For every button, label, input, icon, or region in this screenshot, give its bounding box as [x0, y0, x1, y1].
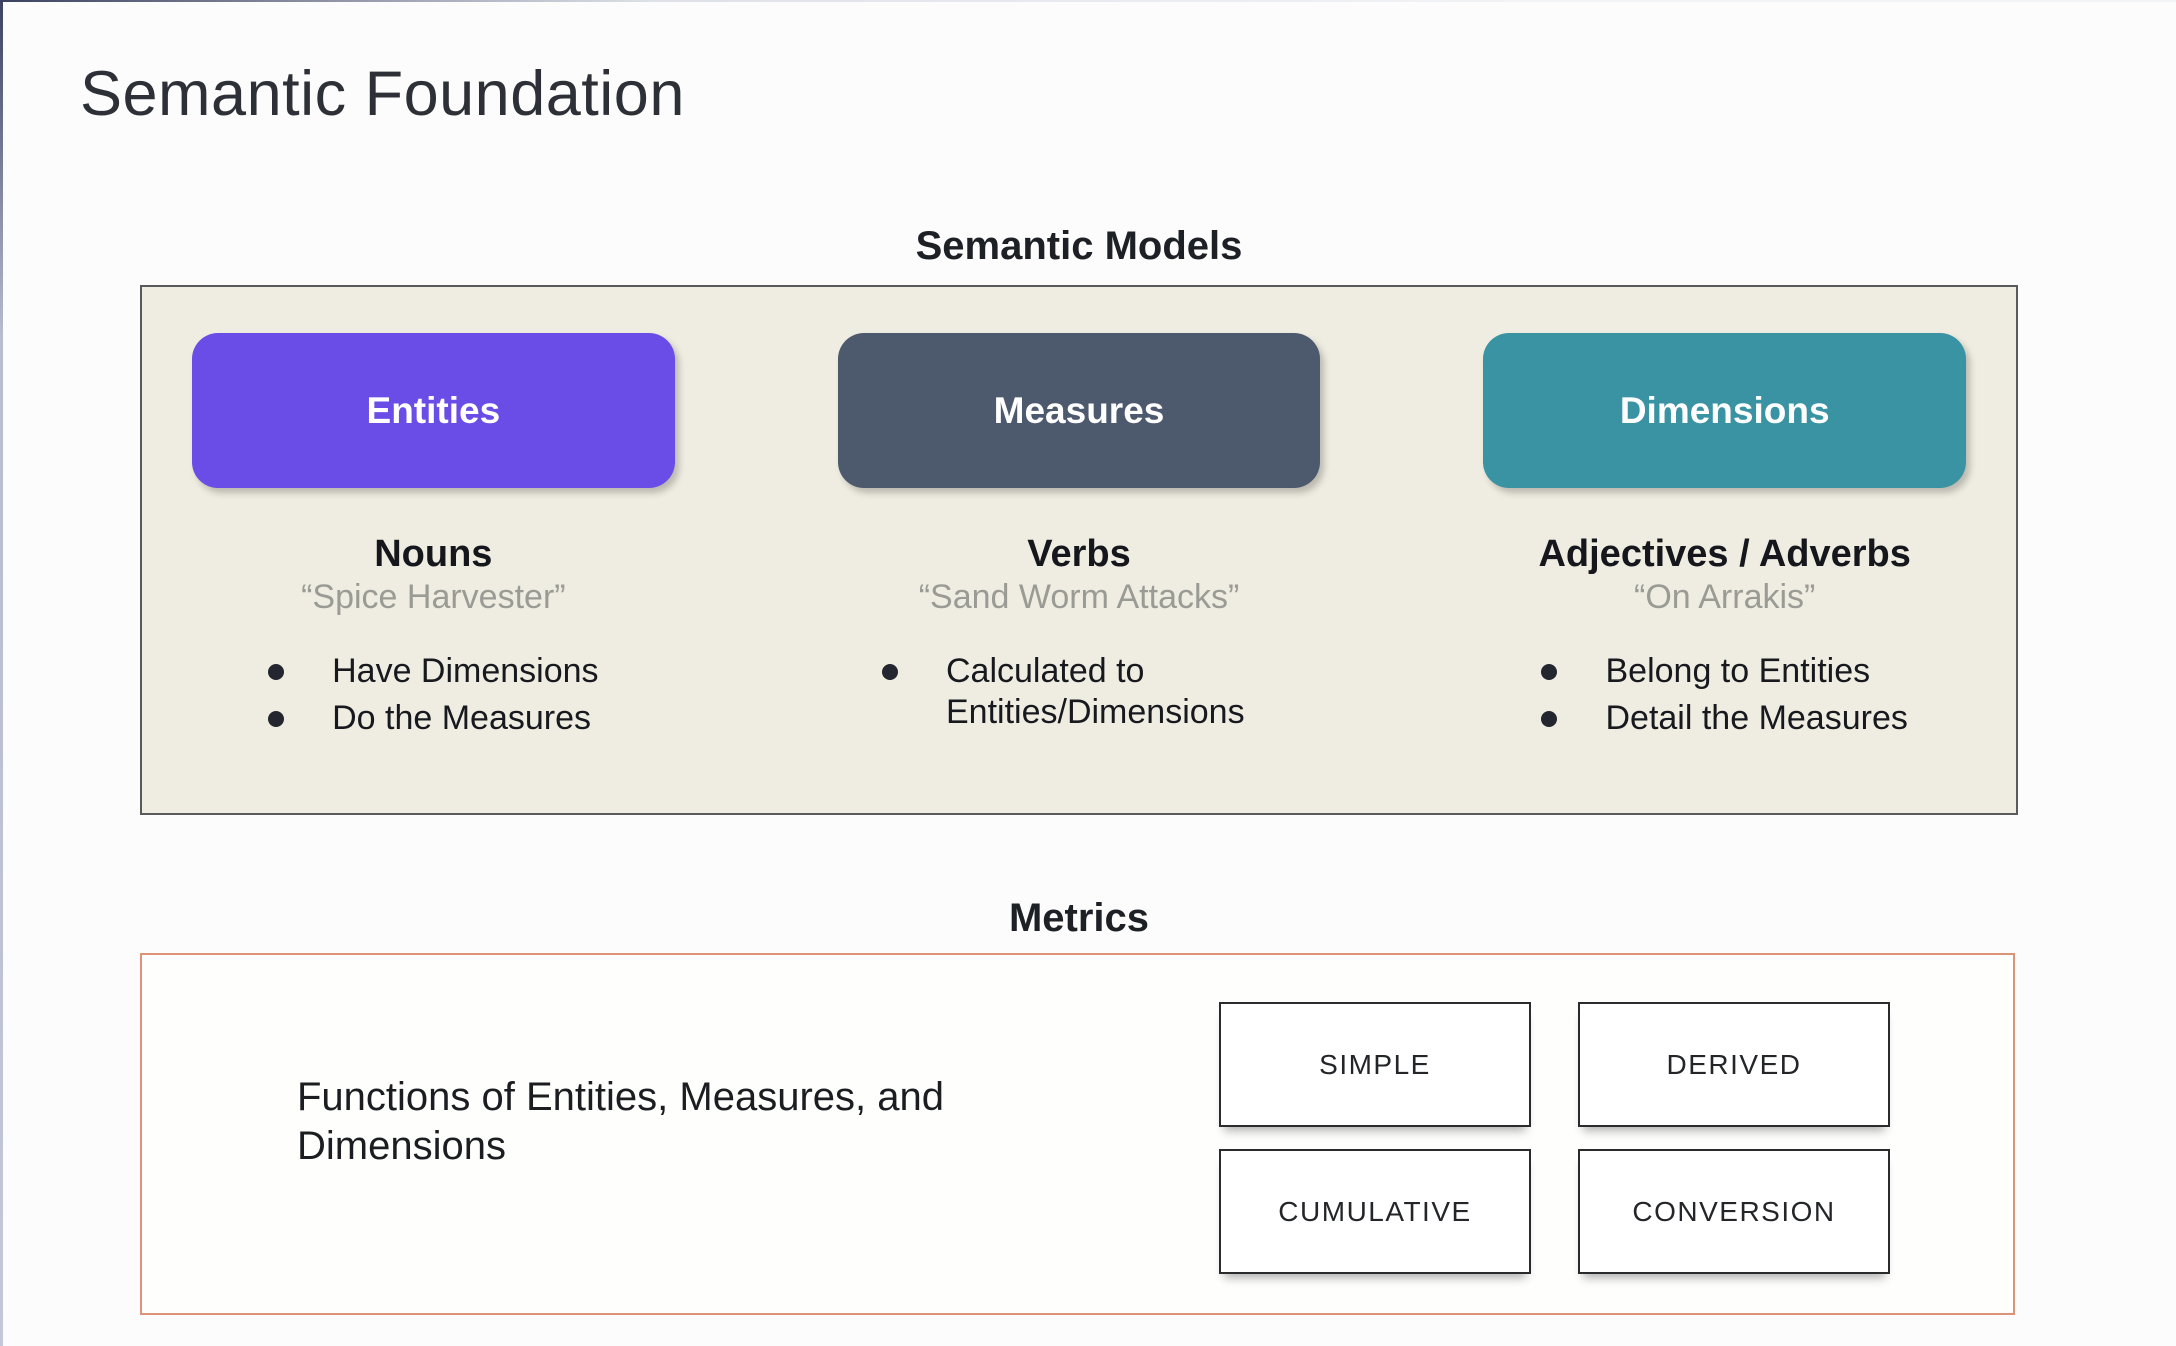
bullet-dot-icon [1541, 711, 1558, 728]
entities-column: Entities Nouns “Spice Harvester” Have Di… [192, 333, 675, 813]
slide-title: Semantic Foundation [80, 59, 685, 129]
dimensions-quote: “On Arrakis” [1634, 577, 1816, 616]
metrics-panel: Functions of Entities, Measures, and Dim… [140, 953, 2015, 1315]
dimensions-bullet-list: Belong to Entities Detail the Measures [1541, 651, 1908, 740]
entities-pill: Entities [192, 333, 675, 488]
semantic-models-panel: Entities Nouns “Spice Harvester” Have Di… [140, 285, 2018, 815]
bullet-dot-icon [1541, 663, 1558, 680]
measures-subtitle: Verbs [1027, 533, 1131, 575]
dimensions-pill: Dimensions [1483, 333, 1967, 488]
measures-bullet-list: Calculated to Entities/Dimensions [882, 651, 1276, 734]
measures-column: Measures Verbs “Sand Worm Attacks” Calcu… [837, 333, 1321, 813]
dimensions-column: Dimensions Adjectives / Adverbs “On Arra… [1483, 333, 1967, 813]
entities-bullet-list: Have Dimensions Do the Measures [268, 651, 599, 740]
window-top-edge [0, 0, 2176, 2]
metric-type-derived: DERIVED [1578, 1002, 1890, 1127]
metric-types-grid: SIMPLE DERIVED CUMULATIVE CONVERSION [1219, 1002, 1890, 1274]
measures-pill: Measures [837, 333, 1321, 488]
dimensions-subtitle: Adjectives / Adverbs [1538, 533, 1911, 575]
bullet-item: Calculated to Entities/Dimensions [882, 651, 1276, 734]
measures-quote: “Sand Worm Attacks” [918, 577, 1240, 616]
metric-type-conversion: CONVERSION [1578, 1149, 1890, 1274]
bullet-item: Do the Measures [268, 698, 598, 739]
metrics-heading: Metrics [1008, 896, 1150, 940]
bullet-dot-icon [268, 711, 285, 728]
bullet-item: Detail the Measures [1541, 698, 1908, 739]
bullet-dot-icon [268, 663, 285, 680]
entities-subtitle: Nouns [374, 533, 493, 575]
metric-type-cumulative: CUMULATIVE [1219, 1149, 1531, 1274]
bullet-dot-icon [882, 663, 898, 680]
entities-quote: “Spice Harvester” [301, 577, 566, 616]
metrics-description: Functions of Entities, Measures, and Dim… [297, 1075, 944, 1169]
semantic-models-heading: Semantic Models [915, 224, 1243, 268]
bullet-item: Have Dimensions [268, 651, 599, 692]
bullet-item: Belong to Entities [1541, 651, 1907, 692]
window-left-edge [0, 0, 3, 1346]
metric-type-simple: SIMPLE [1219, 1002, 1531, 1127]
